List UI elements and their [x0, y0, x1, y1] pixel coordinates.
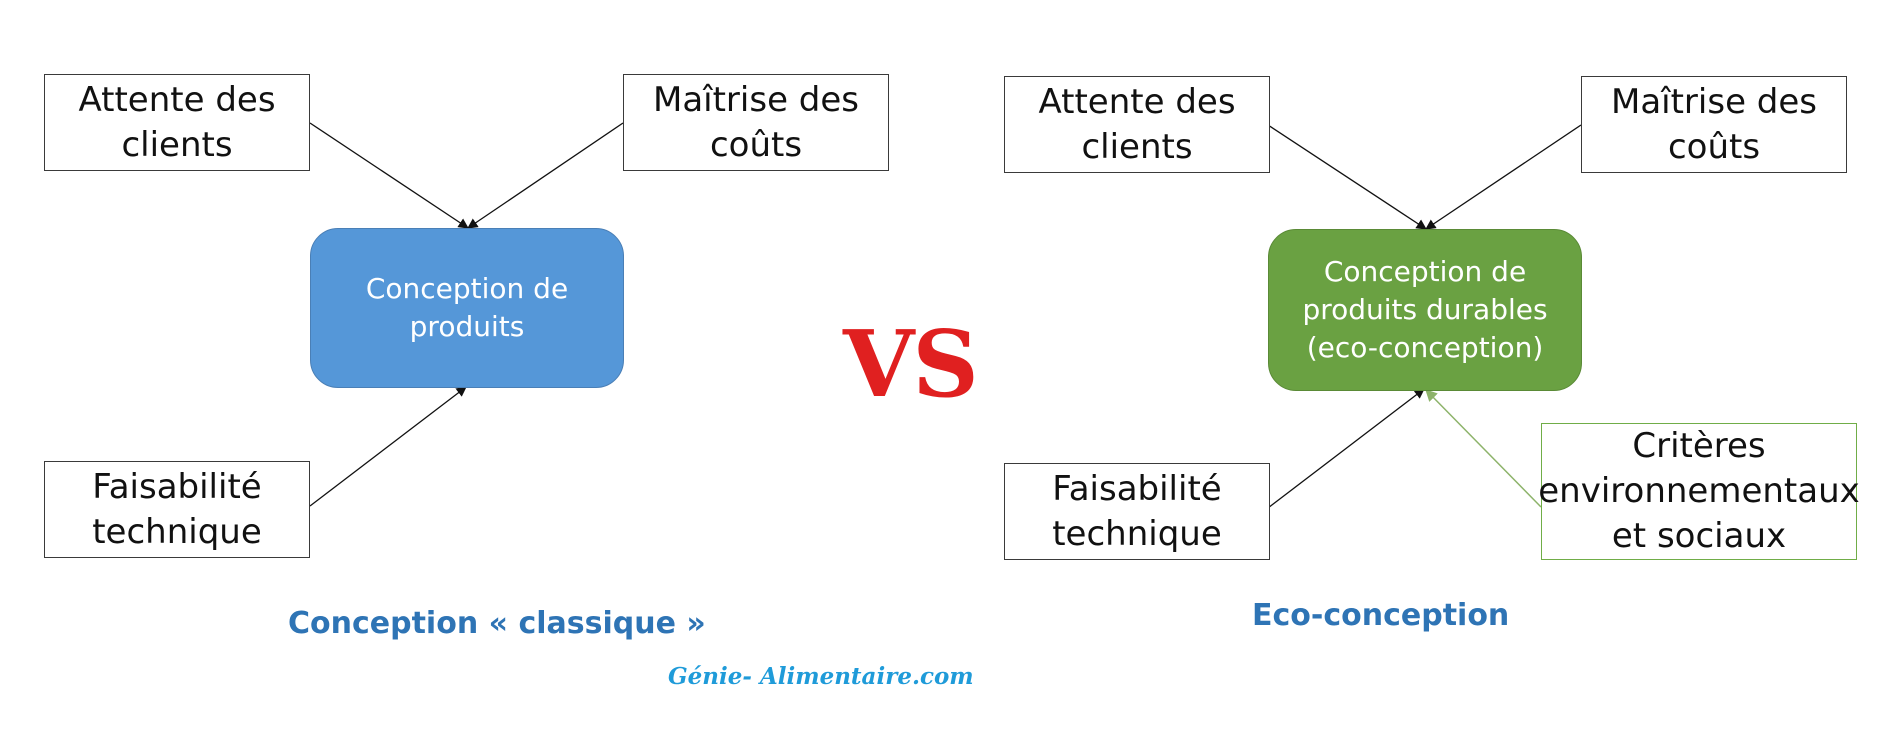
arrow-feasibility-to-eco [1267, 388, 1425, 509]
customer-needs-line-2: clients [121, 124, 233, 165]
technical-feasibility-box: Faisabilité technique [44, 461, 310, 558]
eco-design-line-1: Conception de [1323, 255, 1527, 288]
customer-needs-box: Attente des clients [44, 74, 310, 171]
eco-technical-feasibility-line-1: Faisabilité [1052, 468, 1222, 509]
eco-cost-control-box: Maîtrise des coûts [1581, 76, 1847, 173]
arrow-feasibility-to-classic [309, 386, 467, 507]
arrow-costs-to-eco [1425, 124, 1582, 230]
arrow-needs-to-eco [1267, 124, 1427, 230]
eco-technical-feasibility-box: Faisabilité technique [1004, 463, 1270, 560]
customer-needs-line-1: Attente des [78, 79, 276, 120]
technical-feasibility-line-2: technique [92, 511, 262, 552]
eco-technical-feasibility-line-2: technique [1052, 513, 1222, 554]
eco-design-line-3: (eco-conception) [1306, 331, 1544, 364]
arrow-costs-to-classic [467, 122, 624, 229]
cost-control-box: Maîtrise des coûts [623, 74, 889, 171]
environmental-criteria-line-3: et sociaux [1611, 516, 1787, 556]
environmental-criteria-line-2: environnementaux [1538, 471, 1860, 511]
eco-customer-needs-line-1: Attente des [1038, 81, 1236, 122]
classic-design-box: Conception de produits [310, 228, 624, 388]
classic-design-line-1: Conception de [365, 272, 569, 305]
eco-customer-needs-box: Attente des clients [1004, 76, 1270, 173]
classic-design-line-2: produits [409, 310, 525, 343]
vs-label: VS [843, 310, 979, 418]
eco-cost-control-line-2: coûts [1667, 126, 1761, 167]
classic-caption: Conception « classique » [288, 606, 706, 641]
arrow-criteria-to-eco [1425, 389, 1542, 508]
eco-cost-control-line-1: Maîtrise des [1610, 81, 1818, 122]
technical-feasibility-line-1: Faisabilité [92, 466, 262, 507]
eco-caption: Eco-conception [1252, 598, 1510, 633]
eco-design-box: Conception de produits durables (eco-con… [1268, 229, 1582, 391]
site-label: Génie- Alimentaire.com [668, 663, 974, 690]
environmental-criteria-line-1: Critères [1632, 426, 1766, 466]
arrow-needs-to-classic [309, 122, 469, 229]
cost-control-line-2: coûts [709, 124, 803, 165]
eco-design-line-2: produits durables [1302, 293, 1548, 326]
cost-control-line-1: Maîtrise des [652, 79, 860, 120]
environmental-criteria-box: Critères environnementaux et sociaux [1538, 423, 1860, 560]
eco-customer-needs-line-2: clients [1081, 126, 1193, 167]
